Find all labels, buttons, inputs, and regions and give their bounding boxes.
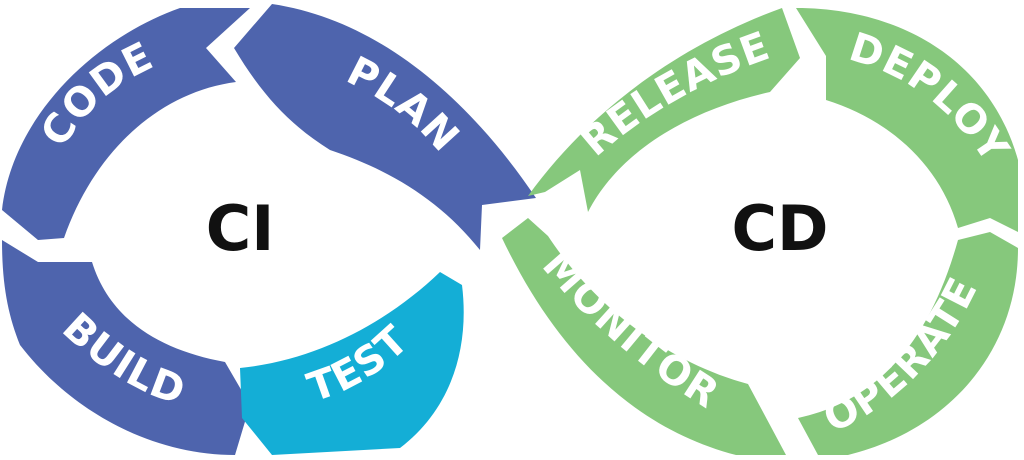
- ci-label: CI: [206, 192, 275, 265]
- segment-deploy: [796, 8, 1018, 232]
- segment-plan: [234, 4, 536, 250]
- segment-code: [2, 8, 250, 240]
- segment-test: [240, 272, 464, 455]
- segment-monitor: [502, 218, 786, 455]
- cd-label: CD: [732, 192, 829, 265]
- segment-release: [528, 8, 800, 212]
- segment-build: [2, 240, 250, 455]
- segment-operate: [798, 232, 1018, 455]
